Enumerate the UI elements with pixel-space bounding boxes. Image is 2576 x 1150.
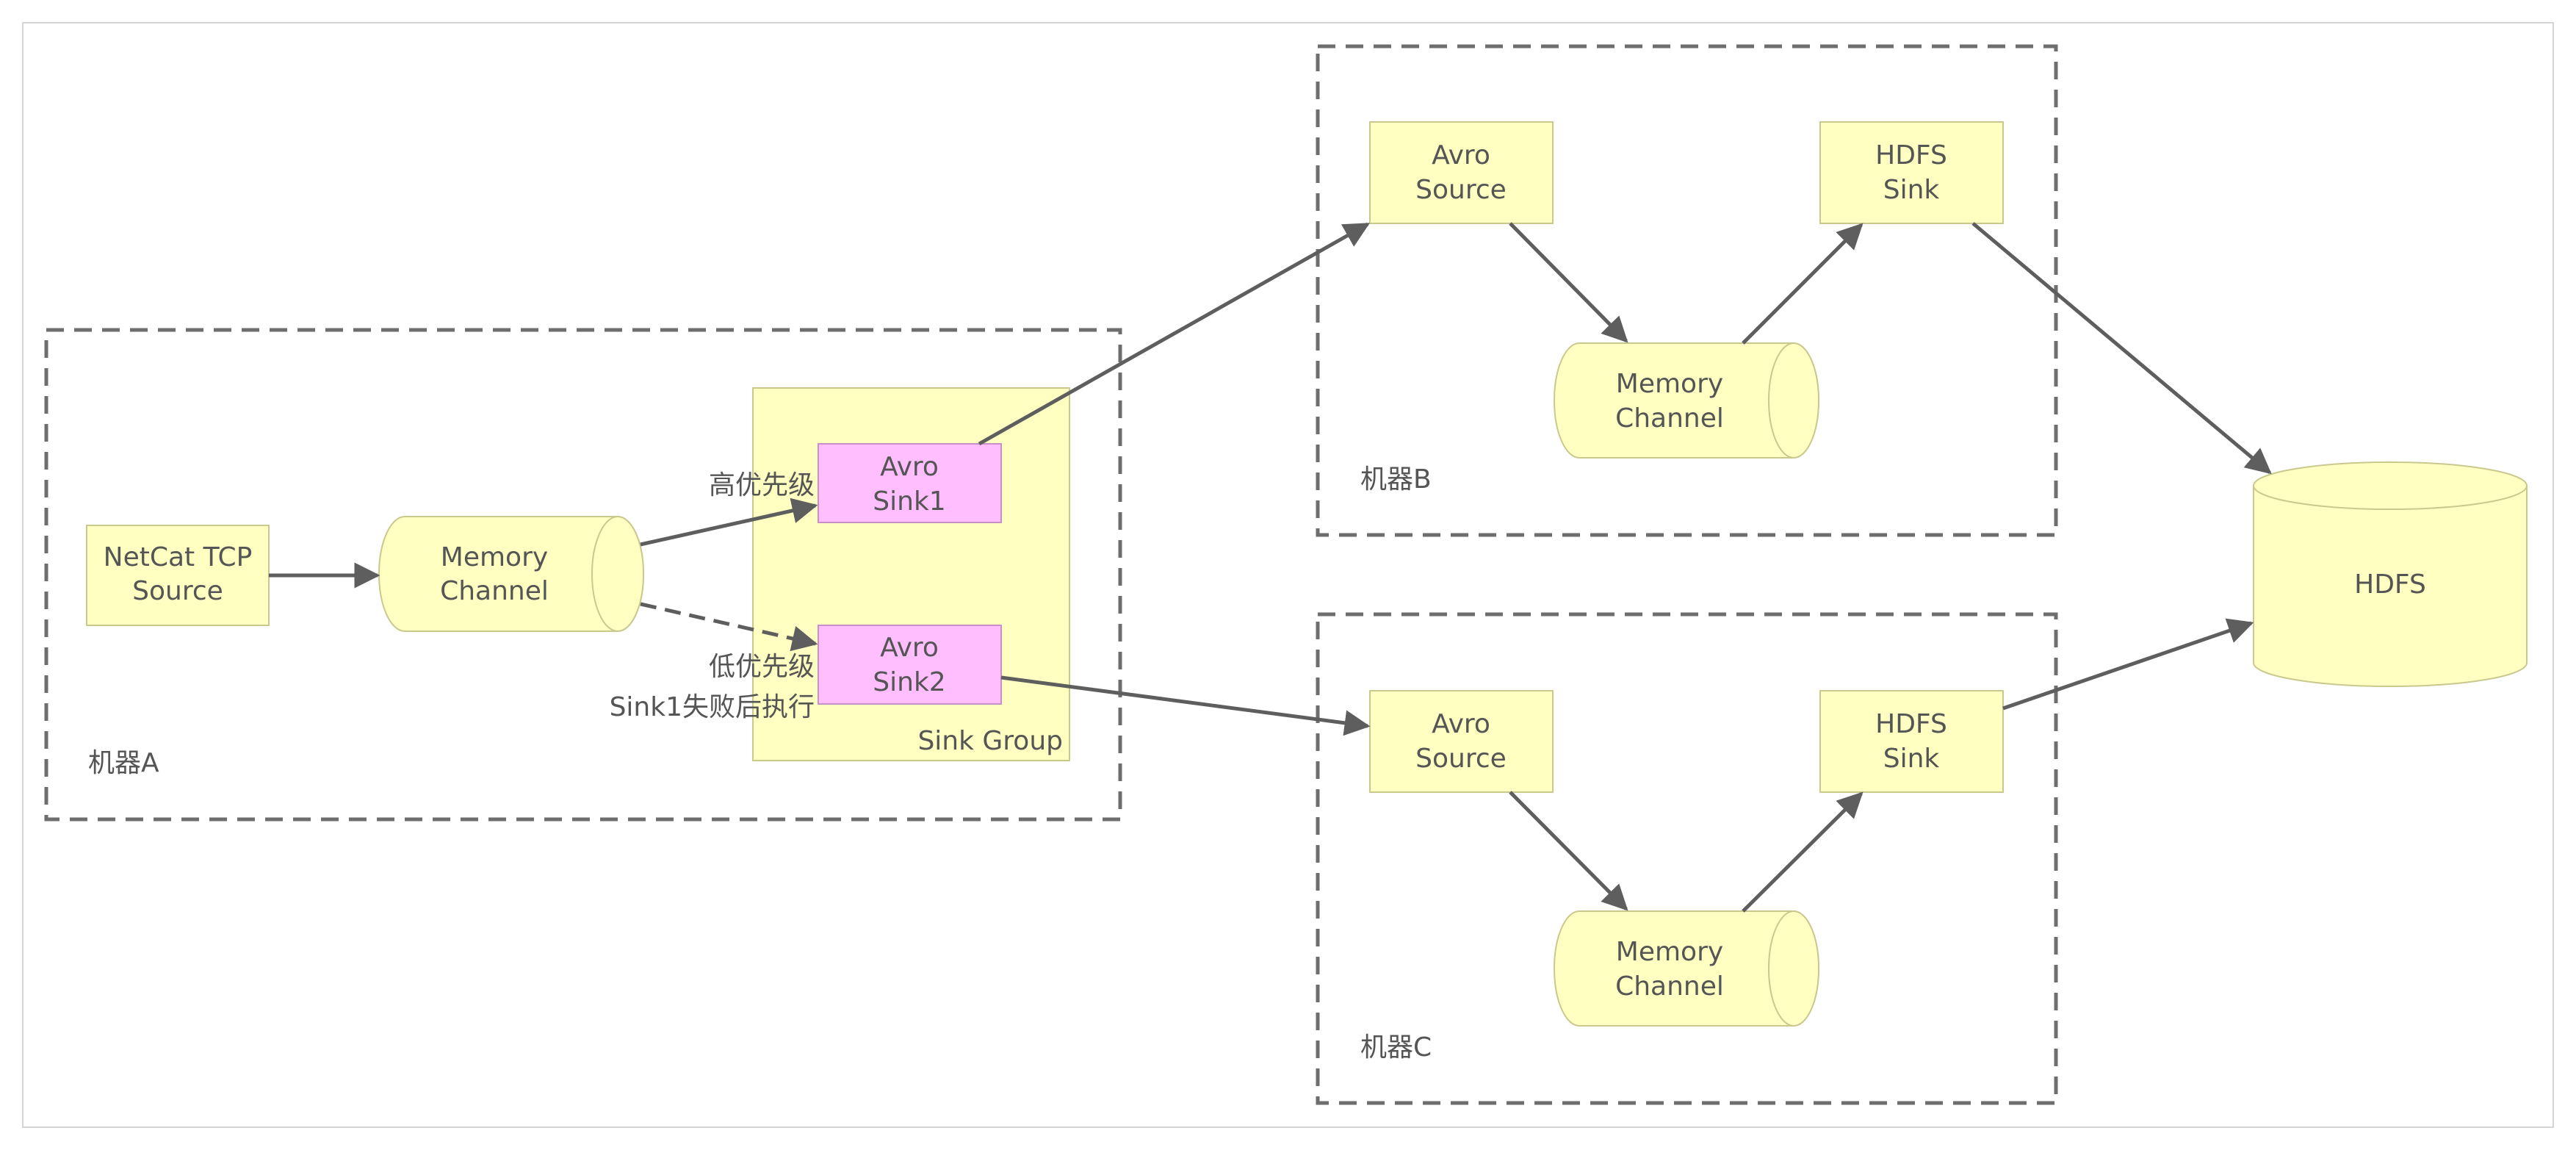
avro-sink1-label-line2: Sink1 bbox=[873, 486, 945, 517]
machine-c-channel-label-line2: Channel bbox=[1615, 971, 1724, 1002]
machine-c-source-label-line2: Source bbox=[1415, 744, 1507, 774]
hdfs-storage-label: HDFS bbox=[2354, 569, 2426, 600]
edge-channel-to-sink2-dashed bbox=[640, 602, 818, 652]
machine-a-channel-label-line1: Memory bbox=[441, 542, 548, 572]
machine-b-memory-channel[interactable] bbox=[1554, 342, 1819, 459]
machine-c-sink-label-line1: HDFS bbox=[1875, 709, 1947, 739]
avro-sink2-label-line1: Avro bbox=[880, 633, 939, 663]
machine-a-channel-label-line2: Channel bbox=[440, 576, 549, 606]
machine-b-label: 机器B bbox=[1360, 464, 1432, 495]
edge-channel-to-sink1 bbox=[640, 497, 818, 547]
edge-sink2-to-machine-c bbox=[1000, 675, 1371, 736]
machine-c-sink-label-line2: Sink bbox=[1883, 744, 1940, 774]
machine-c-boundary bbox=[1316, 612, 2058, 1105]
machine-b-sink-label-line2: Sink bbox=[1883, 175, 1940, 205]
machine-c-channel-label-line1: Memory bbox=[1616, 937, 1723, 967]
netcat-source-node[interactable] bbox=[86, 525, 270, 626]
sink-group-label: Sink Group bbox=[917, 726, 1063, 756]
edge-b-channel-to-sink bbox=[1742, 223, 1864, 345]
machine-b-sink-label-line1: HDFS bbox=[1875, 140, 1947, 170]
machine-b-source-label-line1: Avro bbox=[1432, 140, 1490, 170]
machine-a-boundary bbox=[44, 328, 1122, 822]
edge-b-source-to-channel bbox=[1509, 222, 1628, 343]
machine-b-channel-label-line1: Memory bbox=[1616, 369, 1723, 399]
machine-a-label: 机器A bbox=[88, 748, 159, 778]
machine-b-hdfs-sink-node[interactable] bbox=[1819, 121, 2004, 224]
low-priority-label-line2: Sink1失败后执行 bbox=[610, 692, 815, 722]
edge-b-sink-to-hdfs bbox=[1971, 222, 2272, 475]
machine-c-avro-source-node[interactable] bbox=[1369, 690, 1554, 793]
edge-sink1-to-machine-b bbox=[978, 222, 1371, 446]
edge-c-sink-to-hdfs bbox=[2002, 618, 2254, 711]
machine-c-memory-channel[interactable] bbox=[1554, 910, 1819, 1027]
machine-b-channel-label-line2: Channel bbox=[1615, 403, 1724, 434]
machine-c-source-label-line1: Avro bbox=[1432, 709, 1490, 739]
edge-c-channel-to-sink bbox=[1742, 791, 1864, 913]
machine-c-hdfs-sink-node[interactable] bbox=[1819, 690, 2004, 793]
machine-c-label: 机器C bbox=[1360, 1032, 1432, 1063]
avro-sink2-label-line2: Sink2 bbox=[873, 667, 945, 697]
avro-sink1-node[interactable] bbox=[818, 443, 1002, 523]
low-priority-label-line1: 低优先级 bbox=[709, 652, 815, 682]
machine-a-memory-channel[interactable] bbox=[378, 516, 644, 632]
avro-sink1-label-line1: Avro bbox=[880, 452, 939, 482]
machine-b-avro-source-node[interactable] bbox=[1369, 121, 1554, 224]
machine-b-boundary bbox=[1316, 44, 2058, 537]
edge-c-source-to-channel bbox=[1509, 791, 1628, 911]
netcat-source-label-line1: NetCat TCP bbox=[104, 542, 253, 572]
netcat-source-label-line2: Source bbox=[132, 576, 223, 606]
high-priority-label: 高优先级 bbox=[709, 470, 815, 500]
machine-b-source-label-line2: Source bbox=[1415, 175, 1507, 205]
hdfs-storage-cylinder[interactable] bbox=[2253, 461, 2528, 687]
edges bbox=[269, 222, 2272, 913]
avro-sink2-node[interactable] bbox=[818, 625, 1002, 705]
